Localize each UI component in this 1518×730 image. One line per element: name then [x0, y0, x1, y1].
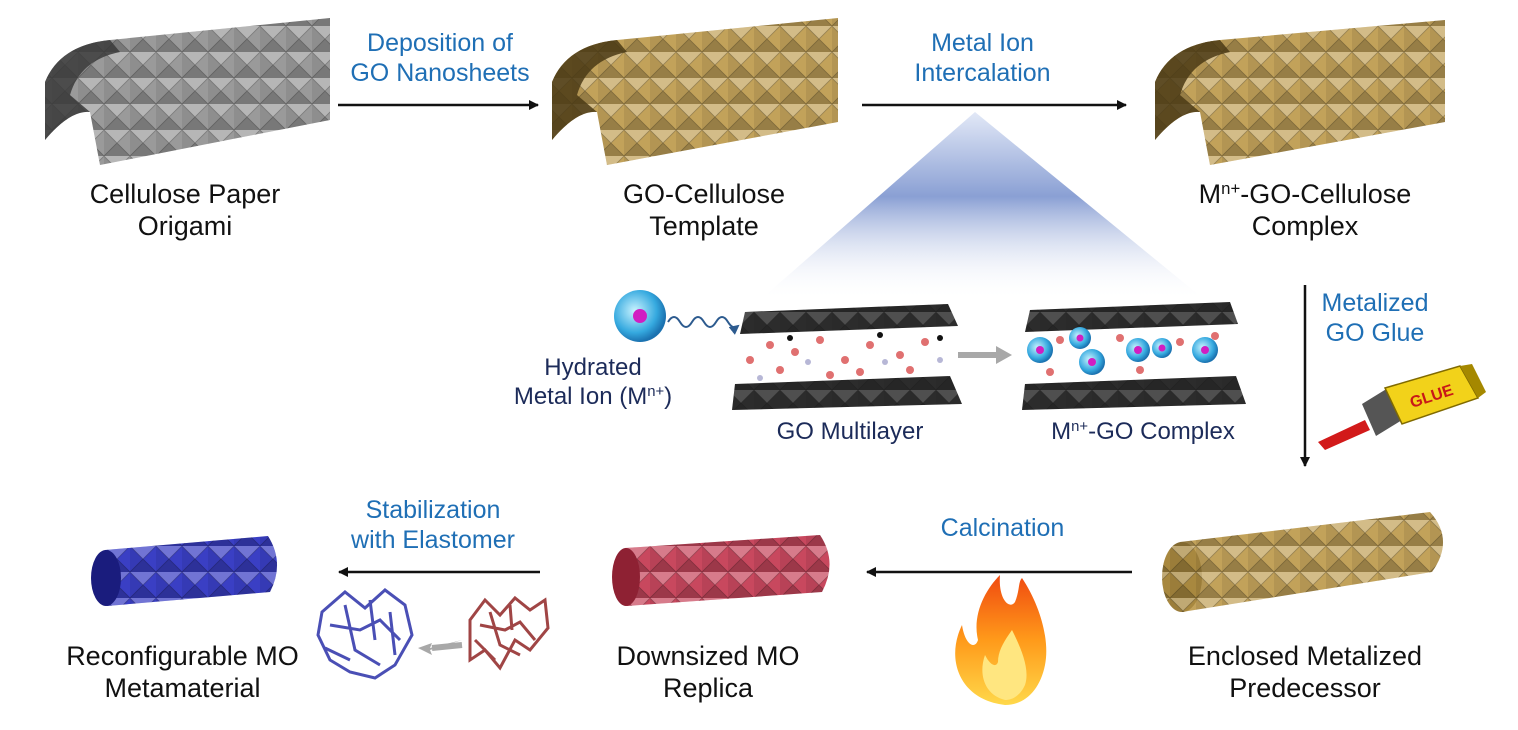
label-complex-sup: n+: [1221, 178, 1241, 198]
label-cellulose-line1: Cellulose Paper: [89, 179, 281, 209]
inset-complex-post: -GO Complex: [1088, 418, 1235, 445]
label-downsized-line1: Downsized MO: [616, 641, 800, 671]
label-go-template: GO-Cellulose Template: [574, 178, 834, 243]
cellulose-origami-icon: [45, 18, 330, 165]
intercalation-inset-arrow: [958, 346, 1012, 364]
mn-go-complex-icon: [1022, 302, 1246, 410]
label-enclosed-line1: Enclosed Metalized: [1187, 641, 1423, 671]
porous-network-blue-icon: [316, 588, 414, 680]
inset-hydrated-line2: Metal Ion (Mn+): [468, 383, 718, 412]
label-complex-pre: M: [1198, 179, 1222, 209]
step-deposition-line2: GO Nanosheets: [350, 59, 530, 87]
label-reconfigurable: Reconfigurable MO Metamaterial: [35, 640, 330, 705]
inset-hydrated-sup: n+: [647, 383, 665, 400]
inset-complex-pre: M: [1051, 418, 1072, 445]
porous-network-red-icon: [468, 595, 550, 671]
hydrated-ion-icon: [614, 290, 666, 342]
label-downsized-line2: Replica: [662, 673, 754, 704]
step-glue-line1: Metalized: [1321, 289, 1429, 317]
label-complex-line1: Mn+-GO-Cellulose: [1160, 178, 1450, 210]
label-go-template-line1: GO-Cellulose: [622, 179, 786, 209]
inset-complex-text: Mn+-GO Complex: [1018, 418, 1268, 447]
step-intercalation-line2: Intercalation: [914, 59, 1051, 87]
label-cellulose: Cellulose Paper Origami: [55, 178, 315, 243]
step-intercalation-line1: Metal Ion: [931, 29, 1034, 57]
step-deposition: Deposition of GO Nanosheets: [330, 28, 550, 88]
ion-travel-wave: [667, 316, 740, 335]
step-glue-line2: GO Glue: [1325, 319, 1425, 347]
go-template-icon: [552, 18, 838, 165]
inset-hydrated-ion: Hydrated Metal Ion (Mn+): [468, 354, 718, 412]
step-stabilization-line1: Stabilization: [365, 496, 501, 524]
label-reconfigurable-line1: Reconfigurable MO: [66, 641, 299, 671]
glue-tube-icon: GLUE: [1318, 364, 1486, 450]
inset-multilayer-text: GO Multilayer: [776, 418, 924, 445]
downsized-replica-icon: [612, 535, 830, 606]
go-multilayer-icon: [732, 304, 962, 410]
inset-complex-sup: n+: [1071, 418, 1089, 435]
step-calcination: Calcination: [905, 513, 1100, 543]
step-stabilization: Stabilization with Elastomer: [323, 495, 543, 555]
inset-go-multilayer: GO Multilayer: [745, 418, 955, 447]
label-enclosed-line2: Predecessor: [1229, 673, 1381, 704]
flame-icon: [955, 575, 1047, 705]
inset-spotlight: [760, 112, 1205, 300]
step-deposition-line1: Deposition of: [367, 29, 513, 57]
inset-hydrated-pre: Metal Ion (M: [513, 382, 648, 410]
network-arrow: [418, 640, 462, 655]
step-glue: Metalized GO Glue: [1300, 288, 1450, 348]
step-stabilization-line2: with Elastomer: [351, 526, 515, 554]
step-calcination-line1: Calcination: [940, 514, 1065, 542]
label-downsized: Downsized MO Replica: [578, 640, 838, 705]
label-complex-post: -GO-Cellulose: [1240, 179, 1412, 209]
inset-hydrated-line1: Hydrated: [544, 354, 642, 381]
inset-mn-go-complex: Mn+-GO Complex: [1018, 418, 1268, 447]
inset-hydrated-post: ): [664, 382, 673, 410]
label-enclosed: Enclosed Metalized Predecessor: [1150, 640, 1460, 705]
label-complex-line2: Complex: [1251, 211, 1359, 242]
complex-tube-icon: [1155, 20, 1445, 165]
label-reconfigurable-line2: Metamaterial: [104, 673, 261, 704]
label-complex: Mn+-GO-Cellulose Complex: [1160, 178, 1450, 243]
reconfigurable-metamaterial-icon: [91, 536, 278, 606]
label-go-template-line2: Template: [649, 211, 759, 242]
step-intercalation: Metal Ion Intercalation: [870, 28, 1095, 88]
enclosed-tube-icon: [1162, 512, 1444, 612]
label-cellulose-line2: Origami: [137, 211, 233, 242]
